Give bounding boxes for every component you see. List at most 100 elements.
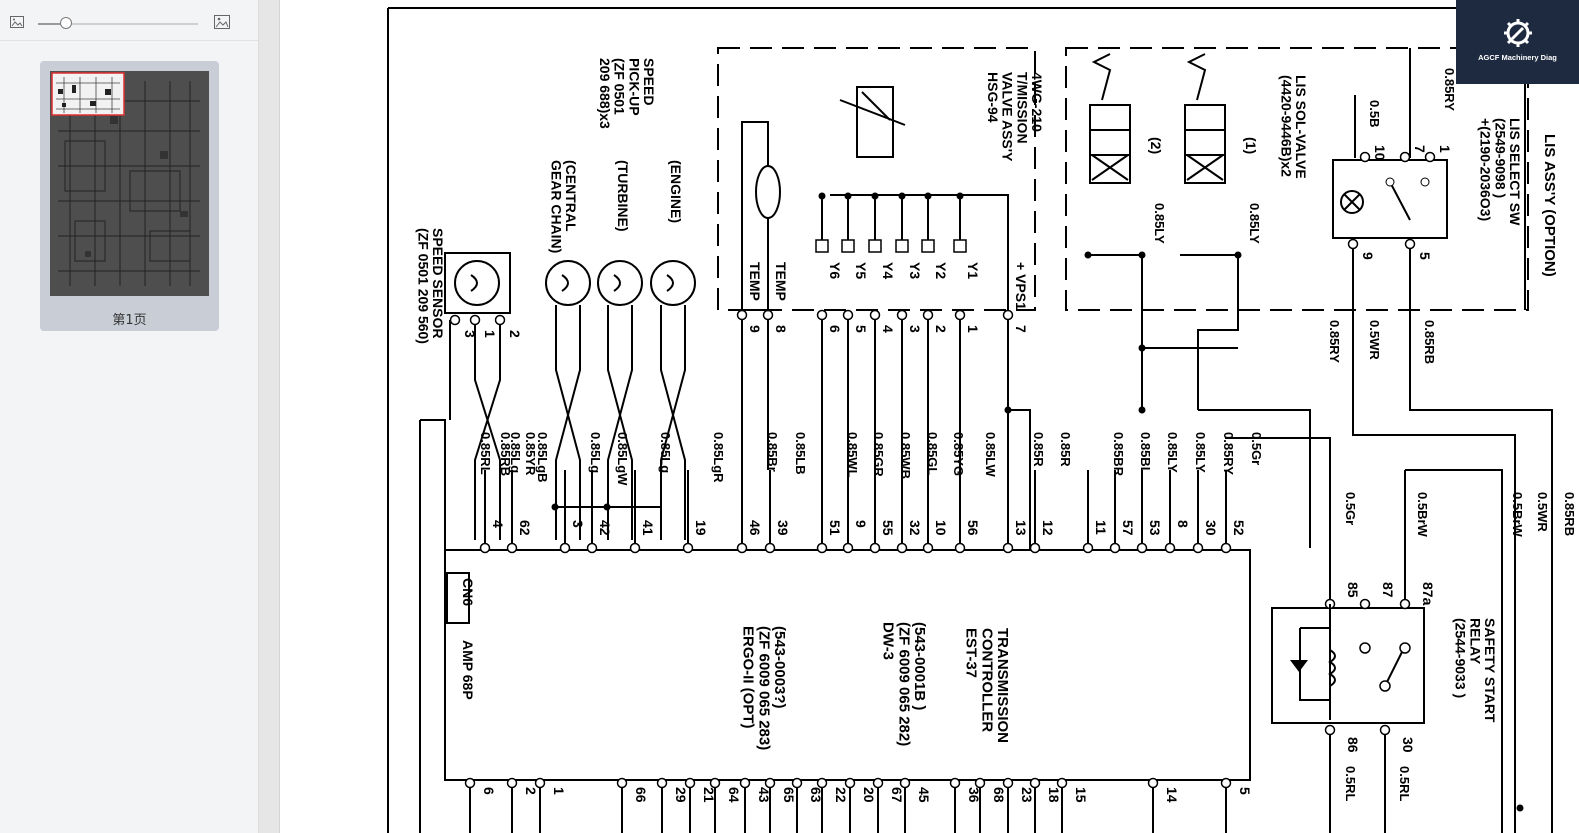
wire-code-label: 0.85R bbox=[1058, 432, 1073, 467]
valve-terminal-label: TEMP bbox=[773, 262, 789, 301]
zoom-slider-knob[interactable] bbox=[60, 17, 72, 29]
controller-top-pin bbox=[896, 542, 908, 554]
zoom-slider-fill bbox=[38, 23, 66, 25]
controller-top-pin bbox=[1002, 542, 1014, 554]
controller-bottom-pin bbox=[506, 777, 518, 789]
controller-bottom-pin bbox=[791, 777, 803, 789]
wire-code-label: 0.85LY bbox=[1247, 203, 1262, 244]
pin-number-label: 3 bbox=[462, 330, 478, 338]
junction-dot bbox=[1516, 804, 1524, 812]
controller-bottom-pin bbox=[616, 777, 628, 789]
ls-switch-pin bbox=[1347, 238, 1359, 250]
pin-number-label: 87 bbox=[1380, 582, 1396, 598]
zoom-slider[interactable] bbox=[38, 17, 198, 29]
pin-number-label: 5 bbox=[853, 325, 869, 333]
pin-number-label: 8 bbox=[773, 325, 789, 333]
pin-number-label: 22 bbox=[833, 787, 849, 803]
page-thumbnail-1[interactable]: 第1页 bbox=[40, 61, 219, 331]
pin-number-label: 4 bbox=[490, 520, 506, 528]
pin-number-label: 39 bbox=[775, 520, 791, 536]
pin-number-label: 2 bbox=[507, 330, 523, 338]
speed-pickup-title: SPEED bbox=[641, 58, 657, 105]
controller-bottom-pin bbox=[1147, 777, 1159, 789]
wire-code-label: 0.5B bbox=[1367, 100, 1382, 127]
junction-dot bbox=[603, 503, 611, 511]
speed-sensor-title: SPEED SENSOR bbox=[430, 228, 446, 338]
valve-terminal-label: Y2 bbox=[933, 262, 949, 279]
controller-top-pin bbox=[1029, 542, 1041, 554]
pickup-wave bbox=[666, 274, 674, 292]
speed-pickup-title: PICK-UP bbox=[626, 58, 642, 116]
junction-dot bbox=[924, 192, 932, 200]
image-small-icon[interactable] bbox=[10, 16, 24, 28]
valve-assembly-title: 4WG-210 bbox=[1029, 72, 1045, 132]
pin-number-label: 30 bbox=[1203, 520, 1219, 536]
controller-top-pin bbox=[842, 542, 854, 554]
wire-code-label: 0.5RL bbox=[1397, 766, 1412, 801]
valve-terminal-label: Y1 bbox=[965, 262, 981, 279]
pin-number-label: 62 bbox=[517, 520, 533, 536]
pin-number-label: 67 bbox=[889, 787, 905, 803]
pin-number-label: 1 bbox=[1437, 145, 1453, 153]
pin-number-label: 5 bbox=[1417, 252, 1433, 260]
wire-code-label: 0.85BL bbox=[1138, 432, 1153, 475]
solenoid-diode-symbol bbox=[868, 239, 882, 253]
relay-diode bbox=[1290, 660, 1308, 672]
controller-bottom-pin bbox=[764, 777, 776, 789]
controller-bottom-pin bbox=[844, 777, 856, 789]
pin-number-label: 11 bbox=[1093, 520, 1109, 535]
junction-dot bbox=[898, 192, 906, 200]
wire-code-label: 0.85GR bbox=[871, 432, 886, 477]
relay-pin bbox=[1324, 724, 1336, 736]
speed-sensor-wave bbox=[470, 274, 478, 292]
junction-dot bbox=[1004, 406, 1012, 414]
pin-number-label: 7 bbox=[1013, 325, 1029, 333]
switch-contact bbox=[1389, 181, 1411, 221]
ls-solenoid-mark bbox=[1185, 129, 1225, 181]
controller-part-number: (543-0003?) bbox=[771, 626, 788, 709]
ls-solenoid-mark bbox=[1090, 129, 1130, 181]
wire-code-label: 0.5BrW bbox=[1415, 492, 1430, 538]
pin-number-label: 7 bbox=[1412, 145, 1428, 153]
valve-pin bbox=[762, 309, 774, 321]
solenoid-spring bbox=[1186, 53, 1207, 101]
relay-pin bbox=[1379, 724, 1391, 736]
controller-top-pin bbox=[922, 542, 934, 554]
controller-top-pin bbox=[1136, 542, 1148, 554]
solenoid-number: (1) bbox=[1243, 137, 1259, 154]
wire-code-label: 0.5WR bbox=[1535, 492, 1550, 532]
valve-pin bbox=[842, 309, 854, 321]
valve-terminal-label: Y3 bbox=[907, 262, 923, 279]
valve-terminal-label: Y5 bbox=[853, 262, 869, 279]
controller-title: TRANSMISSION bbox=[994, 628, 1011, 743]
sidebar-resize-handle[interactable] bbox=[259, 0, 280, 833]
valve-pin bbox=[869, 309, 881, 321]
twisted-pair bbox=[660, 305, 686, 540]
pin-number-label: 2 bbox=[523, 787, 539, 795]
wire-code-label: 0.85LgB bbox=[535, 432, 550, 483]
safety-relay-title: RELAY bbox=[1467, 618, 1483, 665]
junction-dot bbox=[551, 503, 559, 511]
pin-number-label: 3 bbox=[570, 520, 586, 528]
ls-select-switch-title: (2549-9098 ) bbox=[1492, 118, 1508, 198]
image-large-icon[interactable] bbox=[214, 15, 230, 29]
wire-code-label: 0.85RL bbox=[478, 432, 493, 475]
page-thumbnail-image bbox=[50, 71, 209, 296]
valve-pin bbox=[816, 309, 828, 321]
solenoid-spring bbox=[1091, 53, 1112, 101]
valve-assembly-title: HSG-94 bbox=[985, 72, 1001, 123]
ls-sol-valve-title: LIS SOL-VALVE bbox=[1293, 75, 1309, 179]
ls-select-switch-title: +(2190-2036O3) bbox=[1478, 118, 1494, 221]
wire-code-label: 0.85LW bbox=[983, 432, 998, 478]
ls-assy-title: LIS ASS'Y (OPTION) bbox=[1541, 134, 1558, 277]
controller-part-number: ERGO-II (OPT) bbox=[740, 626, 757, 729]
controller-bottom-pin bbox=[974, 777, 986, 789]
pin-number-label: 12 bbox=[1040, 520, 1056, 536]
wire-code-label: 0.85R bbox=[1031, 432, 1046, 467]
wire-code-label: 0.85RB bbox=[1562, 492, 1577, 536]
junction-dot bbox=[956, 192, 964, 200]
pin-number-label: 53 bbox=[1147, 520, 1163, 536]
wire-code-label: 0.85RB bbox=[1422, 320, 1437, 364]
